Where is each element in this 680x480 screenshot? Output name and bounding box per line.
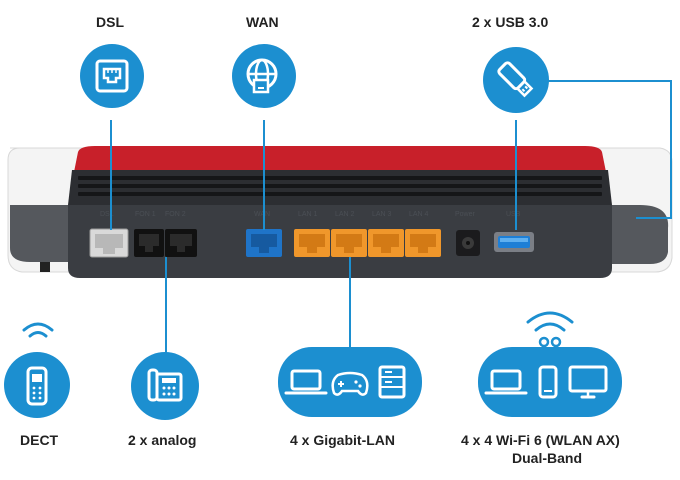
server-icon xyxy=(378,365,406,399)
dect-label: DECT xyxy=(20,432,59,448)
wan-connector-line xyxy=(263,120,265,230)
wifi-devices-pill xyxy=(478,347,622,417)
usb-bracket-top xyxy=(548,80,672,82)
wan-port xyxy=(246,229,282,257)
usb-port xyxy=(494,232,534,252)
fon-2-port xyxy=(165,229,197,257)
usb-connector-line xyxy=(515,120,517,230)
dect-circle xyxy=(4,352,70,418)
dsl-circle xyxy=(80,44,144,108)
router-left-flange xyxy=(10,205,72,262)
router-vent-slots xyxy=(78,176,602,196)
lan-2-port xyxy=(331,229,367,257)
port-label-fon1: FON 1 xyxy=(135,211,156,218)
ethernet-socket-icon xyxy=(95,59,129,93)
wifi-label-line1: 4 x 4 Wi-Fi 6 (WLAN AX) xyxy=(461,432,620,448)
lan-label: 4 x Gigabit-LAN xyxy=(290,432,396,448)
wan-label: WAN xyxy=(246,14,279,30)
dsl-port xyxy=(89,228,129,258)
port-label-lan1: LAN 1 xyxy=(298,211,318,218)
usb-circle xyxy=(483,47,549,113)
lan-1-port xyxy=(294,229,330,257)
power-port xyxy=(456,230,480,256)
usb-bracket-bottom xyxy=(636,217,672,219)
port-label-fon2: FON 2 xyxy=(165,211,186,218)
router-right-flange xyxy=(608,205,669,264)
port-label-wan: WAN xyxy=(254,211,270,218)
dsl-connector-line xyxy=(110,120,112,230)
cordless-phone-icon xyxy=(26,366,48,406)
lan-devices-pill xyxy=(278,347,422,417)
port-label-lan3: LAN 3 xyxy=(372,211,392,218)
smartphone-icon xyxy=(538,365,558,399)
analog-label: 2 x analog xyxy=(128,432,197,448)
port-label-power: Power xyxy=(455,211,476,218)
laptop-icon xyxy=(484,369,528,395)
wan-circle xyxy=(232,44,296,108)
fon-1-port xyxy=(134,229,164,257)
lan-3-port xyxy=(368,229,404,257)
dect-wifi-icon xyxy=(22,322,54,338)
router-red-top xyxy=(74,146,606,172)
wifi-label-line2: Dual-Band xyxy=(512,450,582,466)
port-label-lan4: LAN 4 xyxy=(409,211,429,218)
port-label-lan2: LAN 2 xyxy=(335,211,355,218)
gamepad-icon xyxy=(331,371,369,396)
laptop-phone-monitor-icons xyxy=(484,365,608,399)
dsl-label: DSL xyxy=(96,14,124,30)
globe-network-icon xyxy=(246,58,278,94)
usb-label: 2 x USB 3.0 xyxy=(472,14,549,30)
router-foot-left xyxy=(40,262,50,272)
port-label-dsl: DSL xyxy=(100,211,114,218)
laptop-icon xyxy=(284,369,328,395)
monitor-icon xyxy=(568,365,608,399)
desk-phone-icon xyxy=(147,368,183,402)
usb-bracket-side xyxy=(670,80,672,219)
port-label-usb: USB xyxy=(506,211,521,218)
wifi-waves-icon xyxy=(526,311,574,348)
analog-connector-line xyxy=(165,257,167,357)
usb-stick-icon xyxy=(497,61,534,98)
analog-circle xyxy=(131,352,199,420)
laptop-gamepad-server-icons xyxy=(284,365,406,399)
lan-connector-line xyxy=(349,257,351,349)
lan-4-port xyxy=(405,229,441,257)
